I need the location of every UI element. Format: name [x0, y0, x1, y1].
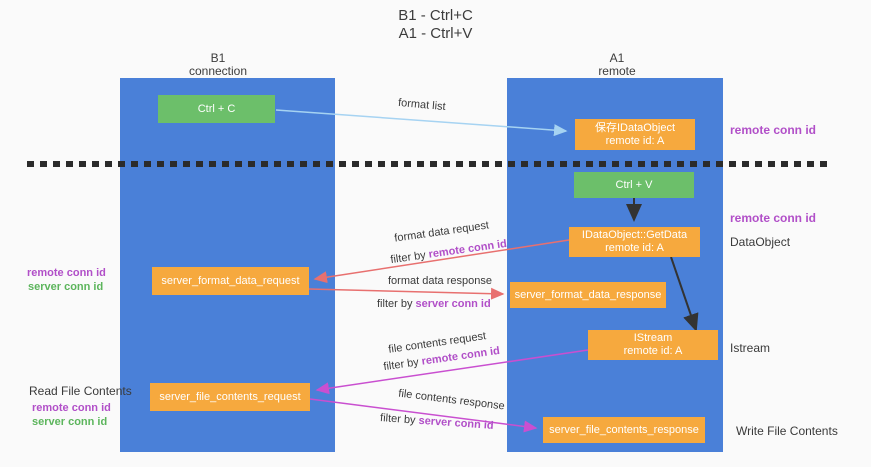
arrow-file-contents-request	[315, 349, 589, 395]
label-left-bottom-server-conn-id: server conn id	[32, 416, 108, 428]
filter-by-text: filter by	[377, 298, 416, 310]
arrow-format-list	[275, 109, 568, 137]
node-server-format-data-request: server_format_data_request	[152, 267, 309, 295]
title-line-2: A1 - Ctrl+V	[398, 25, 473, 42]
label-left-remote-conn-id: remote conn id	[27, 267, 106, 279]
lifeline-header-a1: A1 remote	[537, 52, 697, 78]
node-server-file-contents-request: server_file_contents_request	[150, 383, 310, 411]
lifeline-header-b1: B1 connection	[138, 52, 298, 78]
node-getdata-line1: IDataObject::GetData	[581, 229, 688, 241]
label-left-bottom-remote-conn-id: remote conn id	[32, 402, 111, 414]
node-server-format-data-request-label: server_format_data_request	[161, 274, 300, 287]
node-server-format-data-response-label: server_format_data_response	[514, 288, 662, 301]
arrow-getdata-to-istream	[670, 256, 699, 332]
node-ctrl-v-label: Ctrl + V	[615, 178, 653, 191]
node-store-dataobject-line2: remote id: A	[605, 134, 665, 147]
node-server-format-data-response: server_format_data_response	[510, 282, 666, 308]
lifeline-b1-role: connection	[188, 64, 248, 78]
label-write-file-contents: Write File Contents	[736, 424, 838, 438]
node-getdata-line2: remote id: A	[605, 242, 664, 254]
lifeline-a1-name: A1	[609, 51, 625, 65]
node-store-dataobject-line1: 保存IDataObject	[594, 121, 676, 134]
phase-separator-dashed-line	[27, 161, 833, 167]
label-remote-conn-id-mid: remote conn id	[730, 211, 817, 225]
label-left-server-conn-id: server conn id	[28, 281, 104, 293]
node-ctrl-v: Ctrl + V	[574, 172, 694, 198]
node-server-file-contents-request-label: server_file_contents_request	[159, 390, 301, 403]
node-istream: IStream remote id: A	[588, 330, 718, 360]
node-server-file-contents-response: server_file_contents_response	[543, 417, 705, 443]
title-line-1: B1 - Ctrl+C	[398, 7, 473, 24]
lifeline-a1-role: remote	[598, 64, 636, 78]
node-getdata: IDataObject::GetData remote id: A	[569, 227, 700, 257]
diagram-title: B1 - Ctrl+C A1 - Ctrl+V	[0, 7, 871, 43]
label-remote-conn-id-top: remote conn id	[730, 123, 817, 137]
node-server-file-contents-response-label: server_file_contents_response	[549, 423, 699, 436]
label-istream: Istream	[730, 341, 771, 355]
edge-label-format-response-filter: filter by server conn id	[377, 298, 491, 310]
arrow-format-data-request	[313, 239, 570, 284]
label-dataobject: DataObject	[730, 235, 791, 249]
node-ctrl-c-label: Ctrl + C	[197, 102, 236, 115]
arrow-format-data-response	[308, 287, 505, 300]
node-ctrl-c: Ctrl + C	[158, 95, 275, 123]
node-istream-line2: remote id: A	[623, 345, 683, 357]
server-conn-id-highlight: server conn id	[415, 298, 491, 310]
lifeline-b1-name: B1	[210, 51, 226, 65]
label-read-file-contents: Read File Contents	[29, 384, 132, 398]
node-store-dataobject: 保存IDataObject remote id: A	[575, 119, 695, 150]
arrow-file-contents-response	[309, 398, 538, 433]
node-istream-line1: IStream	[633, 332, 673, 344]
edge-label-format-data-response: format data response	[388, 275, 492, 287]
